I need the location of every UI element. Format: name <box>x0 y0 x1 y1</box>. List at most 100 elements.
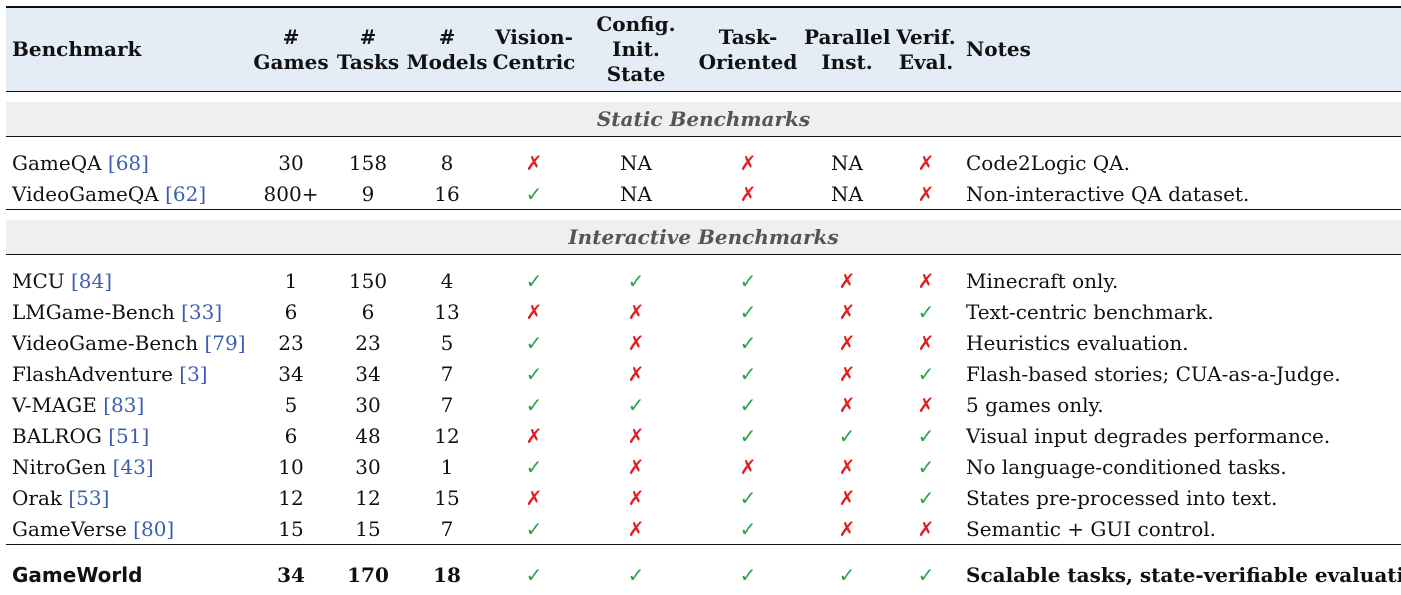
verif-cell: ✗ <box>892 513 960 545</box>
task_oriented-cell: ✗ <box>694 178 802 210</box>
games-cell: 23 <box>250 327 332 358</box>
citation-link[interactable]: [68] <box>108 151 149 175</box>
citation-link[interactable]: [33] <box>181 300 222 324</box>
config-cell: ✗ <box>578 358 694 389</box>
config-cell: ✓ <box>578 555 694 595</box>
task_oriented-cell: ✓ <box>694 513 802 545</box>
cross-icon: ✗ <box>839 269 856 293</box>
check-icon: ✓ <box>740 362 757 386</box>
notes-cell: Minecraft only. <box>960 265 1401 296</box>
notes-cell: Heuristics evaluation. <box>960 327 1401 358</box>
tasks-cell: 23 <box>332 327 404 358</box>
vision-cell: ✓ <box>490 265 578 296</box>
benchmark-name: VideoGameQA <box>12 182 159 206</box>
models-cell: 7 <box>404 358 490 389</box>
verif-cell: ✓ <box>892 420 960 451</box>
benchmark-name-cell: BALROG [51] <box>6 420 250 451</box>
citation-link[interactable]: [53] <box>68 486 109 510</box>
notes-cell: Scalable tasks, state-verifiable evaluat… <box>960 555 1401 595</box>
benchmark-name: LMGame-Bench <box>12 300 175 324</box>
models-cell: 15 <box>404 482 490 513</box>
header-notes: Notes <box>960 7 1401 92</box>
header-task-oriented: Task-Oriented <box>694 7 802 92</box>
benchmark-name-cell: LMGame-Bench [33] <box>6 296 250 327</box>
citation-link[interactable]: [79] <box>204 331 245 355</box>
parallel-cell: ✗ <box>802 327 892 358</box>
cross-icon: ✗ <box>839 486 856 510</box>
citation-link[interactable]: [3] <box>179 362 207 386</box>
benchmark-name: GameVerse <box>12 517 127 541</box>
benchmark-name: FlashAdventure <box>12 362 173 386</box>
header-benchmark: Benchmark <box>6 7 250 92</box>
benchmark-name: GameWorld <box>12 563 142 587</box>
tasks-cell: 170 <box>332 555 404 595</box>
config-cell: ✗ <box>578 296 694 327</box>
check-icon: ✓ <box>740 424 757 448</box>
cross-icon: ✗ <box>628 300 645 324</box>
benchmark-name: NitroGen <box>12 455 106 479</box>
games-cell: 34 <box>250 555 332 595</box>
parallel-cell: ✗ <box>802 265 892 296</box>
benchmark-name: Orak <box>12 486 62 510</box>
verif-cell: ✗ <box>892 265 960 296</box>
config-cell: ✓ <box>578 265 694 296</box>
check-icon: ✓ <box>918 424 935 448</box>
benchmark-name-cell: NitroGen [43] <box>6 451 250 482</box>
benchmark-name-cell: VideoGame-Bench [79] <box>6 327 250 358</box>
section-static: Static Benchmarks <box>6 102 1401 137</box>
models-cell: 7 <box>404 389 490 420</box>
check-icon: ✓ <box>526 331 543 355</box>
citation-link[interactable]: [51] <box>108 424 149 448</box>
cross-icon: ✗ <box>839 300 856 324</box>
check-icon: ✓ <box>526 269 543 293</box>
config-cell: ✗ <box>578 327 694 358</box>
header-models: #Models <box>404 7 490 92</box>
benchmark-name-cell: MCU [84] <box>6 265 250 296</box>
citation-link[interactable]: [43] <box>113 455 154 479</box>
config-cell: ✗ <box>578 451 694 482</box>
notes-cell: Code2Logic QA. <box>960 147 1401 178</box>
check-icon: ✓ <box>839 563 856 587</box>
games-cell: 10 <box>250 451 332 482</box>
cross-icon: ✗ <box>526 486 543 510</box>
models-cell: 1 <box>404 451 490 482</box>
vision-cell: ✓ <box>490 327 578 358</box>
citation-link[interactable]: [80] <box>133 517 174 541</box>
tasks-cell: 30 <box>332 451 404 482</box>
cross-icon: ✗ <box>628 424 645 448</box>
citation-link[interactable]: [83] <box>103 393 144 417</box>
notes-cell: Flash-based stories; CUA-as-a-Judge. <box>960 358 1401 389</box>
vision-cell: ✗ <box>490 296 578 327</box>
parallel-cell: ✗ <box>802 296 892 327</box>
section-interactive-label: Interactive Benchmarks <box>6 220 1401 255</box>
citation-link[interactable]: [62] <box>165 182 206 206</box>
check-icon: ✓ <box>918 455 935 479</box>
cross-icon: ✗ <box>628 362 645 386</box>
vision-cell: ✓ <box>490 555 578 595</box>
cross-icon: ✗ <box>740 182 757 206</box>
check-icon: ✓ <box>526 517 543 541</box>
citation-link[interactable]: [84] <box>71 269 112 293</box>
cross-icon: ✗ <box>526 424 543 448</box>
games-cell: 30 <box>250 147 332 178</box>
cross-icon: ✗ <box>918 269 935 293</box>
header-tasks: #Tasks <box>332 7 404 92</box>
check-icon: ✓ <box>918 563 935 587</box>
vision-cell: ✗ <box>490 482 578 513</box>
cross-icon: ✗ <box>839 517 856 541</box>
tasks-cell: 9 <box>332 178 404 210</box>
cross-icon: ✗ <box>839 331 856 355</box>
verif-cell: ✓ <box>892 358 960 389</box>
benchmark-name-cell: GameVerse [80] <box>6 513 250 545</box>
task_oriented-cell: ✓ <box>694 296 802 327</box>
benchmark-comparison-table: Benchmark #Games #Tasks #Models Vision-C… <box>6 6 1401 595</box>
check-icon: ✓ <box>740 563 757 587</box>
